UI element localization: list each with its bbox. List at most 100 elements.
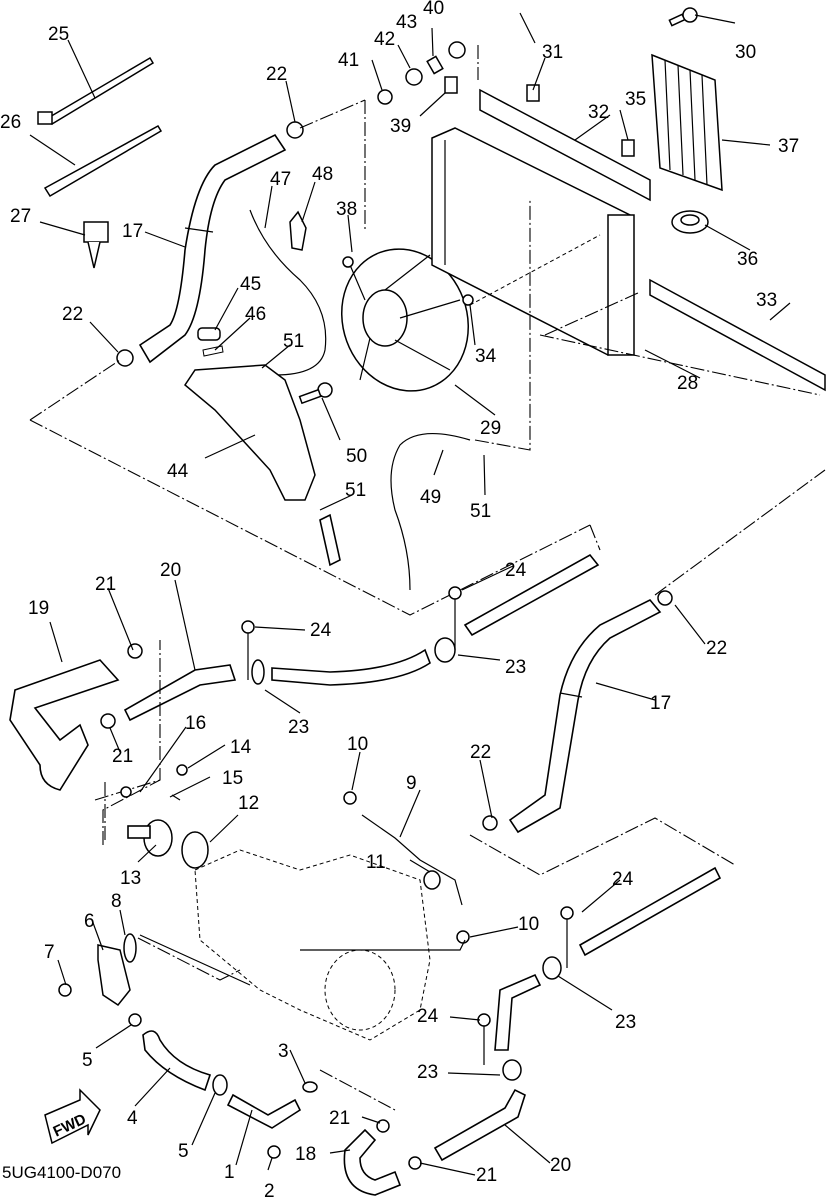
clip-27[interactable] bbox=[83, 221, 109, 269]
label-30[interactable]: 30 bbox=[735, 42, 756, 63]
label-12[interactable]: 12 bbox=[238, 793, 259, 814]
label-21d[interactable]: 21 bbox=[476, 1165, 497, 1186]
label-44[interactable]: 44 bbox=[167, 461, 189, 482]
hose-clamp-22-lower[interactable] bbox=[116, 349, 134, 367]
bolt-34[interactable] bbox=[462, 294, 474, 306]
bolt-24-lower-left[interactable] bbox=[477, 1013, 491, 1065]
label-9[interactable]: 9 bbox=[406, 773, 417, 794]
label-51c[interactable]: 51 bbox=[470, 501, 491, 522]
label-40[interactable]: 40 bbox=[423, 0, 444, 19]
label-18[interactable]: 18 bbox=[295, 1144, 316, 1165]
label-45[interactable]: 45 bbox=[240, 274, 261, 295]
pipe-1[interactable] bbox=[226, 1093, 302, 1129]
hose-18[interactable] bbox=[343, 1128, 402, 1196]
radiator-hose-17-upper[interactable] bbox=[138, 133, 287, 364]
label-4[interactable]: 4 bbox=[127, 1108, 138, 1129]
label-22a[interactable]: 22 bbox=[62, 304, 83, 325]
clamp-23-mid-left[interactable] bbox=[251, 659, 265, 685]
bolt-41[interactable] bbox=[377, 89, 393, 105]
label-47[interactable]: 47 bbox=[270, 169, 291, 190]
label-23b[interactable]: 23 bbox=[505, 657, 526, 678]
collar-43[interactable] bbox=[426, 55, 444, 75]
o-ring-8[interactable] bbox=[123, 933, 137, 963]
oil-cooler-37[interactable] bbox=[651, 53, 723, 192]
hose-clamp-22-mid[interactable] bbox=[657, 590, 673, 606]
label-37[interactable]: 37 bbox=[778, 136, 799, 157]
label-25[interactable]: 25 bbox=[48, 24, 69, 45]
label-27[interactable]: 27 bbox=[10, 206, 31, 227]
label-16[interactable]: 16 bbox=[185, 713, 206, 734]
hose-clamp-5-upper[interactable] bbox=[128, 1013, 142, 1027]
label-43[interactable]: 43 bbox=[396, 12, 417, 33]
hose-clamp-22-low[interactable] bbox=[482, 815, 498, 831]
label-46[interactable]: 46 bbox=[245, 304, 266, 325]
label-32[interactable]: 32 bbox=[588, 102, 609, 123]
fan-motor-29[interactable] bbox=[322, 231, 488, 409]
label-36[interactable]: 36 bbox=[737, 249, 758, 270]
label-38[interactable]: 38 bbox=[336, 199, 357, 220]
label-5b[interactable]: 5 bbox=[178, 1141, 189, 1162]
hose-clamp-21-upper[interactable] bbox=[127, 643, 143, 659]
hose-4[interactable] bbox=[142, 1030, 212, 1092]
label-19[interactable]: 19 bbox=[28, 598, 49, 619]
label-21b[interactable]: 21 bbox=[112, 746, 133, 767]
label-51b[interactable]: 51 bbox=[345, 480, 366, 501]
label-24a[interactable]: 24 bbox=[310, 620, 332, 641]
label-23a[interactable]: 23 bbox=[288, 717, 309, 738]
label-23d[interactable]: 23 bbox=[417, 1062, 438, 1083]
label-24d[interactable]: 24 bbox=[417, 1006, 439, 1027]
bolt-7[interactable] bbox=[58, 983, 72, 997]
label-24b[interactable]: 24 bbox=[505, 560, 527, 581]
label-2[interactable]: 2 bbox=[264, 1181, 275, 1197]
label-35[interactable]: 35 bbox=[625, 89, 646, 110]
nut-31[interactable] bbox=[526, 84, 540, 102]
label-17b[interactable]: 17 bbox=[650, 693, 671, 714]
hose-clamp-22-upper[interactable] bbox=[286, 121, 304, 139]
label-23c[interactable]: 23 bbox=[615, 1012, 636, 1033]
breather-hose-47[interactable] bbox=[249, 209, 327, 376]
label-5a[interactable]: 5 bbox=[82, 1050, 93, 1071]
pipe-middle[interactable] bbox=[271, 648, 431, 686]
hose-19[interactable] bbox=[9, 659, 120, 791]
label-13[interactable]: 13 bbox=[120, 868, 141, 889]
label-51a[interactable]: 51 bbox=[283, 331, 304, 352]
pipe-24-lower[interactable] bbox=[578, 866, 722, 957]
nut-39[interactable] bbox=[444, 76, 458, 94]
hose-clamp-5-lower[interactable] bbox=[212, 1074, 228, 1096]
label-10b[interactable]: 10 bbox=[518, 914, 539, 935]
label-8[interactable]: 8 bbox=[111, 891, 122, 912]
label-22b[interactable]: 22 bbox=[266, 64, 287, 85]
thermostat-cover-13[interactable] bbox=[127, 819, 173, 857]
bolt-14[interactable] bbox=[176, 764, 188, 776]
hose-clamp-10-lower[interactable] bbox=[456, 930, 470, 944]
reservoir-tank-44[interactable] bbox=[184, 364, 316, 501]
cable-tie-26[interactable] bbox=[43, 124, 163, 198]
label-6[interactable]: 6 bbox=[84, 911, 95, 932]
reservoir-cap-45[interactable] bbox=[197, 327, 221, 341]
washer-42[interactable] bbox=[405, 68, 423, 86]
label-26[interactable]: 26 bbox=[0, 112, 21, 133]
hose-20-upper[interactable] bbox=[123, 664, 237, 722]
label-11[interactable]: 11 bbox=[366, 852, 386, 873]
label-22c[interactable]: 22 bbox=[706, 638, 727, 659]
bolt-2[interactable] bbox=[267, 1145, 281, 1159]
gasket-12[interactable] bbox=[181, 831, 209, 869]
label-21c[interactable]: 21 bbox=[329, 1108, 350, 1129]
water-pump-cover-6[interactable] bbox=[97, 944, 131, 1007]
radiator-bracket-33[interactable] bbox=[649, 278, 826, 392]
label-29[interactable]: 29 bbox=[480, 418, 501, 439]
bolt-50[interactable] bbox=[298, 382, 333, 405]
label-39[interactable]: 39 bbox=[390, 116, 411, 137]
radiator-cap-36[interactable] bbox=[671, 210, 709, 234]
label-20a[interactable]: 20 bbox=[160, 560, 181, 581]
pipe-bend-lower[interactable] bbox=[494, 973, 542, 1051]
label-15[interactable]: 15 bbox=[222, 768, 243, 789]
clamp-11[interactable] bbox=[423, 870, 441, 890]
clamp-23-lower-right[interactable] bbox=[542, 956, 562, 980]
radiator-hose-17-lower[interactable] bbox=[508, 599, 662, 834]
gasket-46[interactable] bbox=[202, 345, 224, 357]
o-ring-3[interactable] bbox=[302, 1081, 318, 1093]
label-49[interactable]: 49 bbox=[420, 487, 441, 508]
label-20b[interactable]: 20 bbox=[550, 1155, 571, 1176]
hose-clamp-21-bottom-b[interactable] bbox=[408, 1156, 422, 1170]
